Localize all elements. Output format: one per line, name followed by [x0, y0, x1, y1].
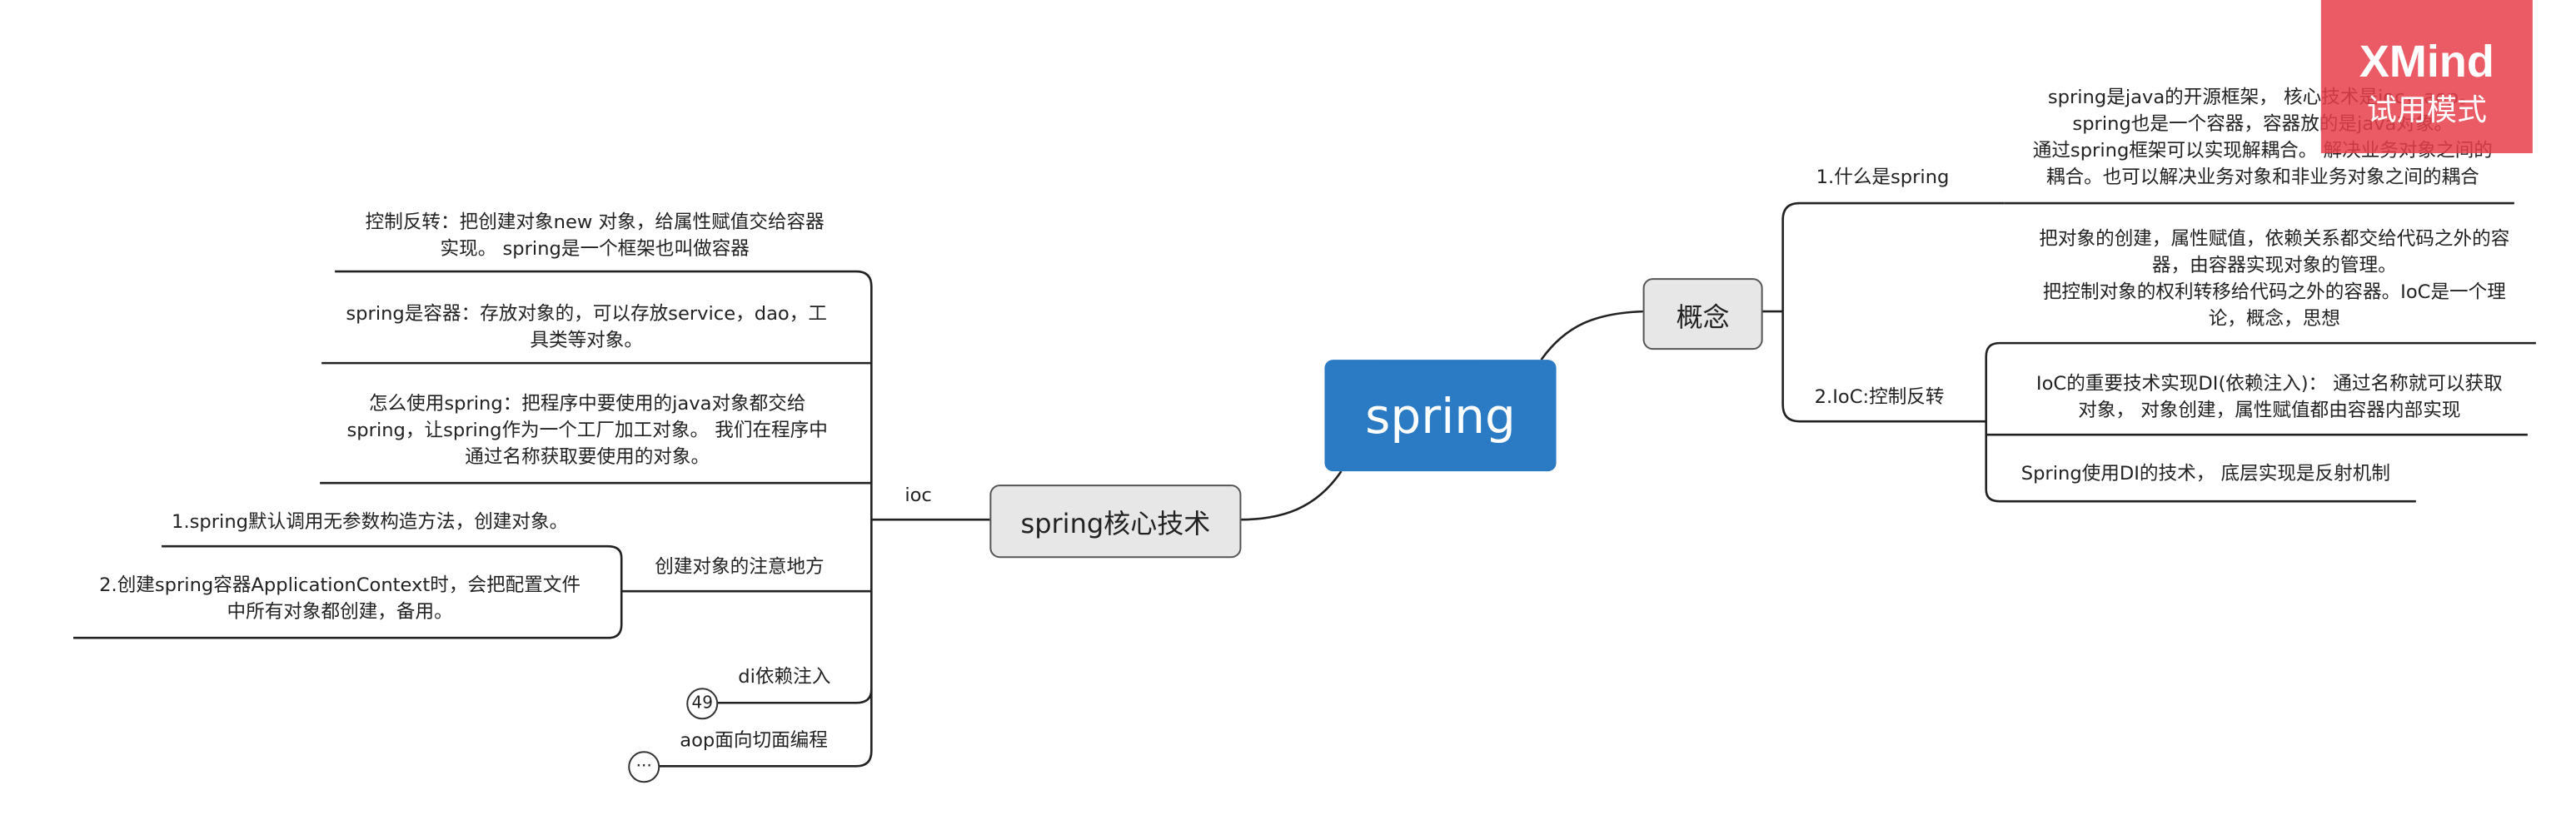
topic-ioc-inversion[interactable]: 2.IoC:控制反转 [1814, 386, 1945, 409]
topic-di[interactable]: di依赖注入 [738, 666, 831, 688]
watermark-title: XMind [2359, 37, 2494, 87]
main-node-concept-label: 概念 [1676, 301, 1730, 333]
main-node-core-tech-label: spring核心技术 [1020, 508, 1211, 540]
topic-create-objects[interactable]: 创建对象的注意地方 [655, 556, 825, 579]
main-node-core-tech[interactable]: spring核心技术 [989, 485, 1242, 559]
connector-concept-ioc [1781, 311, 1986, 423]
watermark-subtitle: 试用模式 [2366, 93, 2487, 129]
center-node-spring[interactable]: spring [1324, 360, 1557, 472]
connector-concept-what [1781, 201, 2005, 312]
topic-ioc[interactable]: ioc [904, 485, 932, 507]
center-node-label: spring [1365, 387, 1516, 445]
connector-center-concept [1540, 310, 1643, 360]
note-ioc-reflection: Spring使用DI的技术， 底层实现是反射机制 [2020, 463, 2390, 485]
note-ioc-definition: 把对象的创建，属性赋值，依赖关系都交给代码之外的容 器，由容器实现对象的管理。 … [2039, 228, 2510, 331]
note-ioc-control: 控制反转：把创建对象new 对象，给属性赋值交给容器 实现。 spring是一个… [365, 211, 825, 261]
connector-ioc-bracket [320, 270, 873, 768]
note-how-to-use-spring: 怎么使用spring：把程序中要使用的java对象都交给 spring，让spr… [346, 393, 828, 469]
note-application-context: 2.创建spring容器ApplicationContext时，会把配置文件 中… [99, 574, 581, 624]
collapsed-count-badge[interactable]: 49 [686, 688, 719, 720]
topic-aop[interactable]: aop面向切面编程 [680, 729, 828, 752]
note-ioc-di: IoC的重要技术实现DI(依赖注入)： 通过名称就可以获取 对象， 对象创建，属… [2035, 373, 2503, 422]
connector-create-bracket [73, 544, 623, 639]
note-spring-container: spring是容器：存放对象的，可以存放service，dao，工 具类等对象。 [346, 303, 827, 352]
main-node-concept[interactable]: 概念 [1642, 278, 1763, 350]
xmind-trial-watermark: XMind 试用模式 [2320, 0, 2533, 154]
note-default-constructor: 1.spring默认调用无参数构造方法，创建对象。 [172, 511, 569, 534]
topic-what-is-spring[interactable]: 1.什么是spring [1816, 166, 1950, 189]
connector-center-core [1239, 470, 1343, 521]
collapsed-marker-badge[interactable]: ··· [628, 751, 660, 783]
connector-ioc-notes-bracket [1985, 341, 2536, 503]
